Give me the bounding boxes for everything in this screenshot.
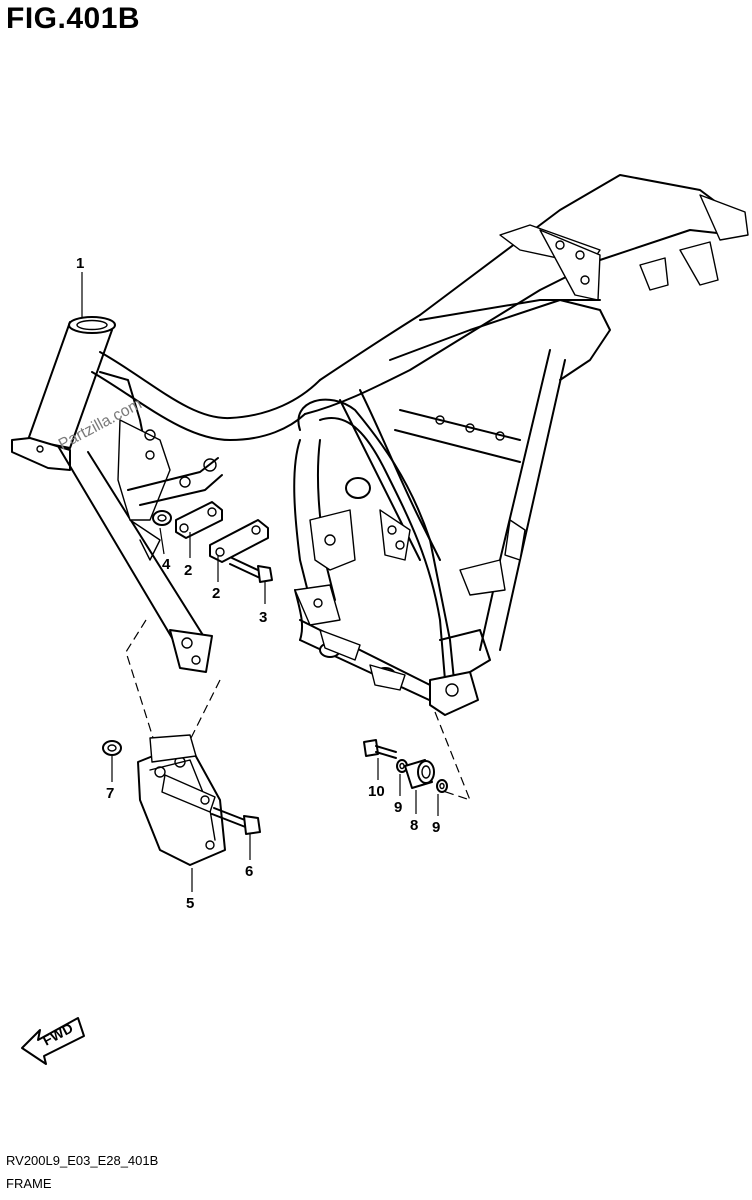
callout-2-lower: 2	[212, 585, 220, 602]
callout-7: 7	[106, 785, 114, 802]
part-9-washer-right	[436, 779, 448, 793]
callout-3: 3	[259, 609, 267, 626]
callout-5: 5	[186, 895, 194, 912]
part-2-bracket-upper	[175, 501, 223, 539]
callout-9-left: 9	[394, 799, 402, 816]
diagram-code: RV200L9_E03_E28_401B	[6, 1153, 159, 1168]
dashed-guide-left	[125, 619, 161, 761]
part-10-bolt	[363, 739, 397, 759]
part-5-mount-bracket	[137, 734, 226, 866]
part-2-bracket-lower	[209, 519, 269, 563]
callout-6: 6	[245, 863, 253, 880]
callout-2-upper: 2	[184, 562, 192, 579]
part-7-nut	[102, 740, 122, 756]
callout-8: 8	[410, 817, 418, 834]
callout-leaders	[81, 272, 439, 892]
part-3-bolt	[229, 557, 273, 583]
figure-title: FIG.401B	[6, 2, 141, 35]
callout-1: 1	[76, 255, 84, 272]
frame-assembly	[11, 174, 749, 716]
callout-10: 10	[368, 783, 385, 800]
part-6-bolt	[211, 807, 261, 835]
fwd-arrow-icon: FWD	[21, 1017, 85, 1065]
diagram-caption: FRAME	[6, 1176, 52, 1191]
callout-4: 4	[162, 556, 171, 573]
part-4-nut	[152, 510, 172, 526]
dashed-guide-pivot	[434, 711, 472, 801]
part-8-bushing	[404, 759, 435, 789]
callout-9-right: 9	[432, 819, 440, 836]
